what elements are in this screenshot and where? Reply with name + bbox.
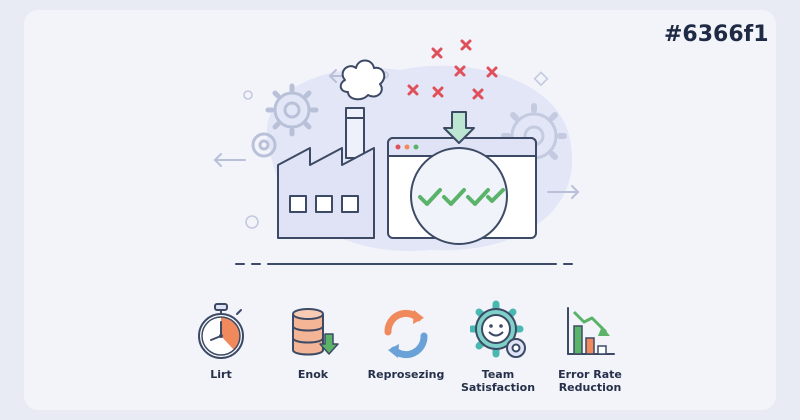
metric-label: Error Rate Reduction — [558, 368, 622, 394]
arrow-icon — [213, 69, 580, 199]
database-download-icon — [292, 308, 339, 356]
gear-icon — [251, 83, 319, 158]
color-hex-label: #6366f1 — [664, 22, 769, 47]
metric-item: Team Satisfaction — [443, 300, 553, 400]
check-icon — [418, 188, 505, 206]
hero-illustration — [213, 39, 580, 265]
metric-label: Enok — [297, 368, 329, 381]
metric-item: Error Rate Reduction — [535, 300, 645, 400]
stopwatch-icon — [198, 303, 244, 359]
refresh-cycle-icon — [384, 309, 428, 359]
metric-label: Team Satisfaction — [460, 368, 536, 394]
metric-label: Reprosezing — [367, 368, 445, 381]
metric-item: Reprosezing — [351, 300, 461, 400]
cross-icon — [407, 39, 498, 100]
factory-icon — [277, 59, 386, 239]
bar-chart-down-icon — [567, 307, 615, 355]
arrow-icon — [443, 111, 475, 144]
metric-item: Lirt — [166, 300, 276, 400]
metric-label: Lirt — [210, 368, 232, 381]
metric-item: Enok — [258, 300, 368, 400]
happy-gear-icon — [470, 300, 526, 358]
browser-window-icon — [387, 111, 537, 245]
